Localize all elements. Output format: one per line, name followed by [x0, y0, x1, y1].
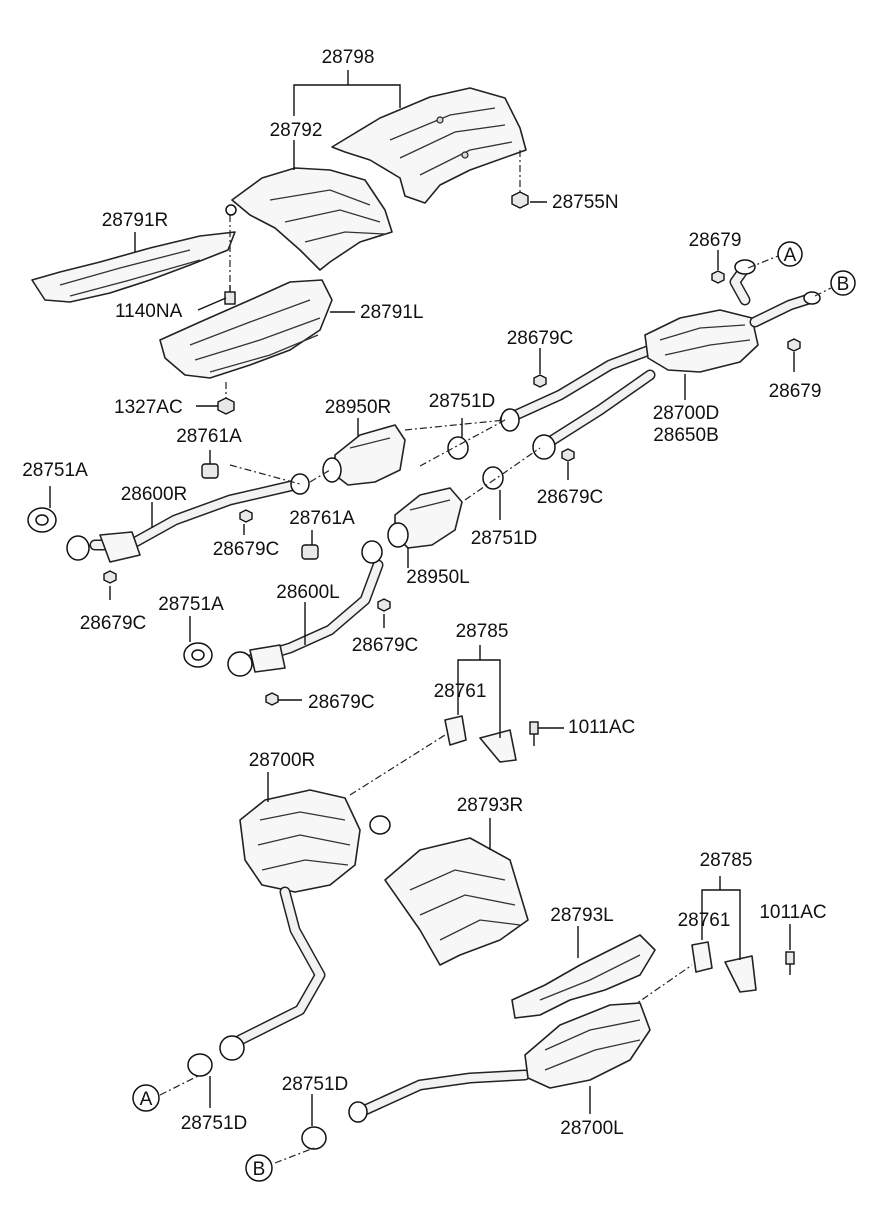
- label-28791R: 28791R: [102, 210, 169, 231]
- gasket-28751A-2: [183, 642, 213, 668]
- rear-muffler-28700L: [348, 1002, 651, 1123]
- label-28785-1: 28785: [456, 621, 509, 642]
- rear-muffler-28700R: [219, 789, 391, 1061]
- gasket-28751D-mid: [419, 419, 506, 467]
- label-28950R: 28950R: [325, 397, 392, 418]
- label-28679C-left2: 28679C: [80, 613, 147, 634]
- heat-shield-28791R: [31, 231, 236, 303]
- ref-b-bottom-text: B: [253, 1159, 266, 1180]
- ref-b-top-text: B: [837, 274, 850, 295]
- catalyst-28950R: [322, 419, 506, 486]
- label-28650B: 28650B: [653, 425, 719, 446]
- label-28751D-bot2: 28751D: [282, 1074, 349, 1095]
- hanger-28761A-1: [201, 463, 219, 479]
- label-28679C-low2: 28679C: [308, 692, 375, 713]
- ref-a-bottom: A: [132, 1084, 160, 1112]
- label-28679C-low: 28679C: [352, 635, 419, 656]
- label-28700L: 28700L: [560, 1118, 623, 1139]
- label-1327AC: 1327AC: [114, 397, 183, 418]
- label-28751D-bot1: 28751D: [181, 1113, 248, 1134]
- front-pipe-28600R: [66, 464, 331, 563]
- heat-shield-28793L: [511, 934, 656, 1019]
- nut-28679-right: [787, 338, 801, 352]
- nut-28679C-top: [533, 374, 547, 388]
- gasket-28751A-1: [27, 507, 57, 533]
- nut-28679C-mid2: [239, 509, 253, 523]
- nut-28679C-mid: [561, 448, 575, 462]
- heat-shield-28792: [231, 167, 393, 271]
- center-muffler-28700D: [499, 259, 821, 460]
- catalyst-28950L: [387, 487, 463, 549]
- label-28751D-mid: 28751D: [429, 391, 496, 412]
- label-28755N: 28755N: [552, 192, 619, 213]
- label-28761A-1: 28761A: [176, 426, 242, 447]
- front-pipe-28600L: [227, 540, 384, 677]
- ref-b-top: B: [814, 270, 856, 297]
- nut-1327AC: [217, 382, 235, 415]
- bolt-1140NA: [224, 204, 237, 305]
- label-28785-2: 28785: [700, 850, 753, 871]
- label-28679C-left1: 28679C: [213, 539, 280, 560]
- gasket-28751D-2: [464, 447, 541, 501]
- label-28679C-top: 28679C: [507, 328, 574, 349]
- label-28700R: 28700R: [249, 750, 316, 771]
- nut-28679C-left2: [377, 598, 391, 612]
- gasket-28751D-bot2: [274, 1126, 327, 1164]
- label-28793R: 28793R: [457, 795, 524, 816]
- label-28761A-2: 28761A: [289, 508, 355, 529]
- label-28600L: 28600L: [276, 582, 339, 603]
- label-28679C-mid: 28679C: [537, 487, 604, 508]
- label-28792: 28792: [270, 120, 323, 141]
- label-28751A-2: 28751A: [158, 594, 224, 615]
- label-28679-right: 28679: [769, 381, 822, 402]
- heat-shield-28793R: [384, 837, 529, 966]
- hanger-28761A-2: [301, 544, 319, 560]
- label-28700D: 28700D: [653, 403, 720, 424]
- label-28600R: 28600R: [121, 484, 188, 505]
- nut-28755N: [511, 150, 529, 209]
- nut-28679-top: [711, 270, 725, 284]
- label-1140NA: 1140NA: [115, 301, 183, 322]
- label-28950L: 28950L: [406, 567, 469, 588]
- ref-a-top-text: A: [784, 245, 797, 266]
- leader-lines: [49, 70, 795, 1126]
- label-28791L: 28791L: [360, 302, 423, 323]
- ref-a-top: A: [747, 241, 803, 269]
- heat-shield-28791L: [159, 279, 333, 379]
- gasket-28751D-bot1: [159, 1053, 213, 1096]
- heat-shield-28798: [331, 87, 527, 204]
- ref-a-bottom-text: A: [140, 1089, 153, 1110]
- label-28793L: 28793L: [550, 905, 613, 926]
- label-1011AC-2: 1011AC: [759, 902, 826, 923]
- bracket-28785-1: [349, 715, 539, 796]
- label-28751D-2: 28751D: [471, 528, 538, 549]
- label-28798: 28798: [322, 47, 375, 68]
- ref-b-bottom: B: [245, 1154, 273, 1182]
- nut-28679C-left1: [103, 570, 117, 584]
- part-labels: 28798 28792 28755N 28791R 1140NA 28791L …: [22, 47, 826, 1139]
- label-28679-top: 28679: [689, 230, 742, 251]
- label-28751A-1: 28751A: [22, 460, 88, 481]
- label-1011AC-1: 1011AC: [568, 717, 635, 738]
- label-28761-2: 28761: [678, 910, 731, 931]
- label-28761-1: 28761: [434, 681, 487, 702]
- nut-28679C-low: [265, 692, 279, 706]
- bracket-28785-2: [629, 941, 795, 1009]
